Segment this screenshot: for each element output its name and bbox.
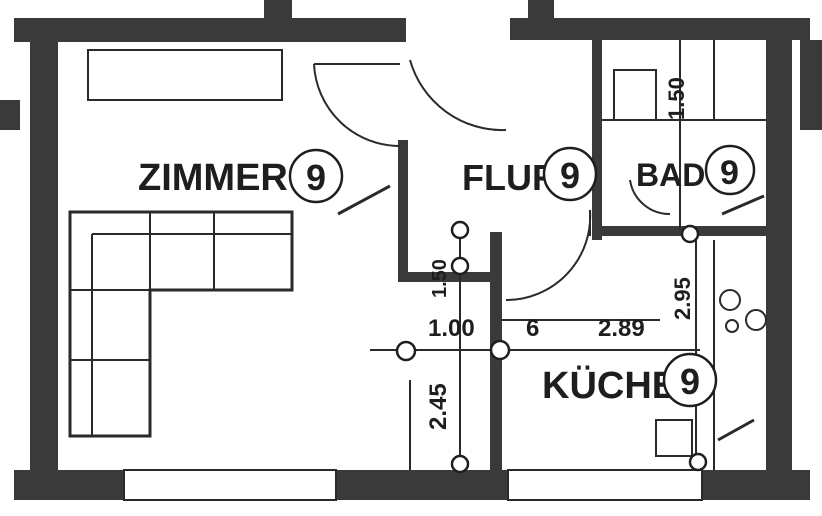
- room-number-ring-zimmer: [288, 148, 344, 204]
- doors: [313, 59, 671, 302]
- room-label-zimmer: ZIMMER: [138, 157, 288, 199]
- room-number-kueche: 9: [680, 361, 700, 402]
- room-number-ring-bad: [704, 144, 756, 196]
- dim-bad-150: 1.50: [664, 77, 689, 120]
- dimension-lines: [337, 184, 765, 474]
- dim-flur-150: 1.50: [429, 259, 451, 298]
- dim-245: 2.45: [425, 383, 452, 430]
- room-label-flur: FLUR: [462, 157, 558, 198]
- room-number-flur: 9: [560, 155, 580, 196]
- windows: [87, 49, 703, 501]
- dim-6: 6: [526, 315, 539, 342]
- room-label-bad: BAD: [636, 157, 705, 193]
- dim-295: 2.95: [670, 277, 695, 320]
- dim-100: 1.00: [428, 315, 475, 342]
- fixtures: [602, 40, 767, 470]
- room-label-kueche: KÜCHE: [542, 364, 677, 407]
- dim-289: 2.89: [598, 315, 645, 342]
- corner-sofa: [68, 210, 294, 438]
- room-number-ring-flur: [542, 146, 598, 202]
- room-number-zimmer: 9: [306, 157, 326, 198]
- room-number-bad: 9: [720, 154, 739, 192]
- room-number-ring-kueche: [662, 352, 718, 408]
